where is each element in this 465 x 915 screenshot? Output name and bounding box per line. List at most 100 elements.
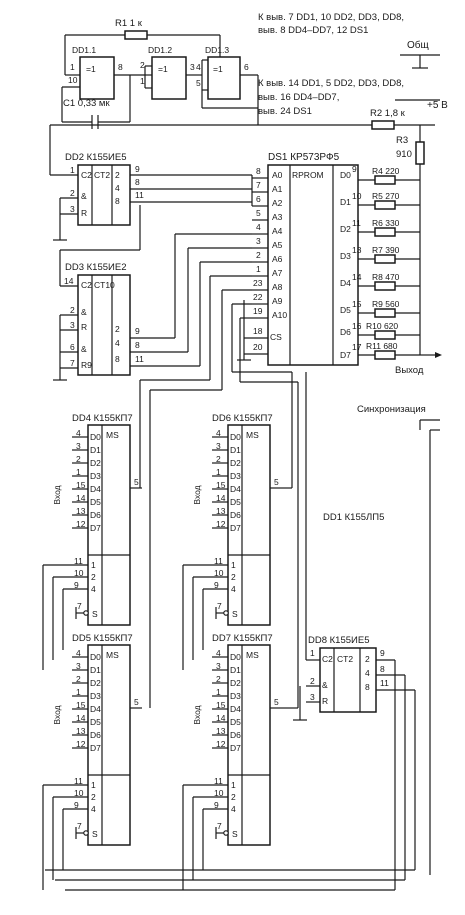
ds1-pin-a1: 7 xyxy=(256,180,261,190)
dd3-ct: CT10 xyxy=(94,280,115,290)
dd3-pin-out-11: 11 xyxy=(135,354,144,364)
mux-4-d1: D1 xyxy=(230,665,241,675)
dd2-ct: CT2 xyxy=(94,170,110,180)
dd8-pin-out-8: 8 xyxy=(380,664,385,674)
dd3-chip xyxy=(77,274,131,376)
ds1-a2: A2 xyxy=(272,198,283,208)
dd3-bit-8: 8 xyxy=(115,354,120,364)
mux-3-s-pin: 7 xyxy=(217,601,222,611)
mux-1-dpin-0: 4 xyxy=(76,428,81,438)
mux-1-sel-pin-1: 10 xyxy=(74,568,84,578)
mux-1-d2: D2 xyxy=(90,458,101,468)
dd1-1-symbol: =1 xyxy=(86,64,96,74)
mux-4-dpin-3: 1 xyxy=(216,687,221,697)
dd3-pin-in-7: 7 xyxy=(70,358,75,368)
mux-2-dpin-6: 13 xyxy=(76,726,86,736)
mux-2-d6: D6 xyxy=(90,730,101,740)
ds1-d4: D4 xyxy=(340,278,351,288)
dd3-pin-in-14: 14 xyxy=(64,276,74,286)
dd2-bit-8: 8 xyxy=(115,196,120,206)
ds1-rprom: RPROM xyxy=(292,170,324,180)
mux-1-s-pin: 7 xyxy=(77,601,82,611)
r10-label: R10 620 xyxy=(366,321,398,331)
mux-1-title: DD4 К155КП7 xyxy=(72,413,133,424)
mux-3-sel-w-2: 4 xyxy=(231,584,236,594)
mux-4-dpin-4: 15 xyxy=(216,700,226,710)
ds1-a7: A7 xyxy=(272,268,283,278)
dd2-pin-in-1: 1 xyxy=(70,165,75,175)
dd3-r: R xyxy=(81,322,87,332)
mux-3-vhod: Вход xyxy=(192,485,202,504)
dd8-c2: C2 xyxy=(322,654,333,664)
mux-1-sel-w-0: 1 xyxy=(91,560,96,570)
power-note-line-2: выв. 16 DD4–DD7, xyxy=(258,92,339,103)
dd8-bit-4: 4 xyxy=(365,668,370,678)
mux-3-d2: D2 xyxy=(230,458,241,468)
ds1-pin-18: 18 xyxy=(253,326,263,336)
mux-2-d1: D1 xyxy=(90,665,101,675)
mux-3-sel-pin-1: 10 xyxy=(214,568,224,578)
r1-resistor xyxy=(124,30,148,40)
mux-4-d5: D5 xyxy=(230,717,241,727)
ds1-pin-d7: 17 xyxy=(352,342,362,352)
r9-resistor xyxy=(374,308,396,318)
mux-4-dpin-2: 2 xyxy=(216,674,221,684)
mux-2-dpin-1: 3 xyxy=(76,661,81,671)
mux-1-dpin-3: 1 xyxy=(76,467,81,477)
dd3-amp-2: & xyxy=(81,344,87,354)
mux-2-d3: D3 xyxy=(90,691,101,701)
mux-4-d4: D4 xyxy=(230,704,241,714)
mux-2-sel-pin-0: 11 xyxy=(74,776,83,786)
ds1-a3: A3 xyxy=(272,212,283,222)
dd2-bit-2: 2 xyxy=(115,170,120,180)
dd1-2-gate xyxy=(151,56,187,100)
mux-2-s: S xyxy=(92,829,98,839)
mux-3-out-pin: 5 xyxy=(274,477,279,487)
mux-4-sel-pin-0: 11 xyxy=(214,776,223,786)
mux-3-chip xyxy=(227,424,271,626)
mux-4-s-inversion xyxy=(223,830,229,836)
power-note-line-3: выв. 24 DS1 xyxy=(258,106,312,117)
r7-resistor xyxy=(374,254,396,264)
common-note-line-2: выв. 8 DD4–DD7, 12 DS1 xyxy=(258,25,368,36)
ds1-pin-d6: 16 xyxy=(352,321,362,331)
dd8-title: DD8 К155ИЕ5 xyxy=(308,635,369,646)
mux-4-out-pin: 5 xyxy=(274,697,279,707)
mux-4-d7: D7 xyxy=(230,743,241,753)
ds1-d0: D0 xyxy=(340,170,351,180)
dd3-c2: C2 xyxy=(81,280,92,290)
mux-2-dpin-3: 1 xyxy=(76,687,81,697)
r5-label: R5 270 xyxy=(372,191,400,201)
mux-4-sel-pin-2: 9 xyxy=(214,800,219,810)
mux-2-s-pin: 7 xyxy=(77,821,82,831)
dd2-amp: & xyxy=(81,191,87,201)
mux-1-dpin-5: 14 xyxy=(76,493,86,503)
dd3-bit-2: 2 xyxy=(115,324,120,334)
mux-4-d2: D2 xyxy=(230,678,241,688)
ds1-pin-a10: 19 xyxy=(253,306,263,316)
mux-2-dpin-2: 2 xyxy=(76,674,81,684)
mux-3-d4: D4 xyxy=(230,484,241,494)
output-arrow xyxy=(435,352,442,358)
mux-2-s-inversion xyxy=(83,830,89,836)
ds1-pin-d5: 15 xyxy=(352,299,362,309)
ds1-pin-a8: 23 xyxy=(253,278,263,288)
mux-3-dpin-2: 2 xyxy=(216,454,221,464)
mux-2-dpin-0: 4 xyxy=(76,648,81,658)
dd1-3-gate xyxy=(207,56,241,100)
ds1-chip xyxy=(267,164,359,366)
ds1-a0: A0 xyxy=(272,170,283,180)
dd1-2-pin-out: 3 xyxy=(190,62,195,72)
mux-4-s-pin: 7 xyxy=(217,821,222,831)
ds1-pin-a9: 22 xyxy=(253,292,263,302)
r7-label: R7 390 xyxy=(372,245,400,255)
dd1-2-pin-a: 2 xyxy=(140,60,145,70)
mux-3-d3: D3 xyxy=(230,471,241,481)
ds1-a9: A9 xyxy=(272,296,283,306)
dd3-pin-in-6: 6 xyxy=(70,342,75,352)
mux-4-sel-w-2: 4 xyxy=(231,804,236,814)
mux-2-d7: D7 xyxy=(90,743,101,753)
ds1-a8: A8 xyxy=(272,282,283,292)
r9-label: R9 560 xyxy=(372,299,400,309)
dd2-bit-4: 4 xyxy=(115,183,120,193)
